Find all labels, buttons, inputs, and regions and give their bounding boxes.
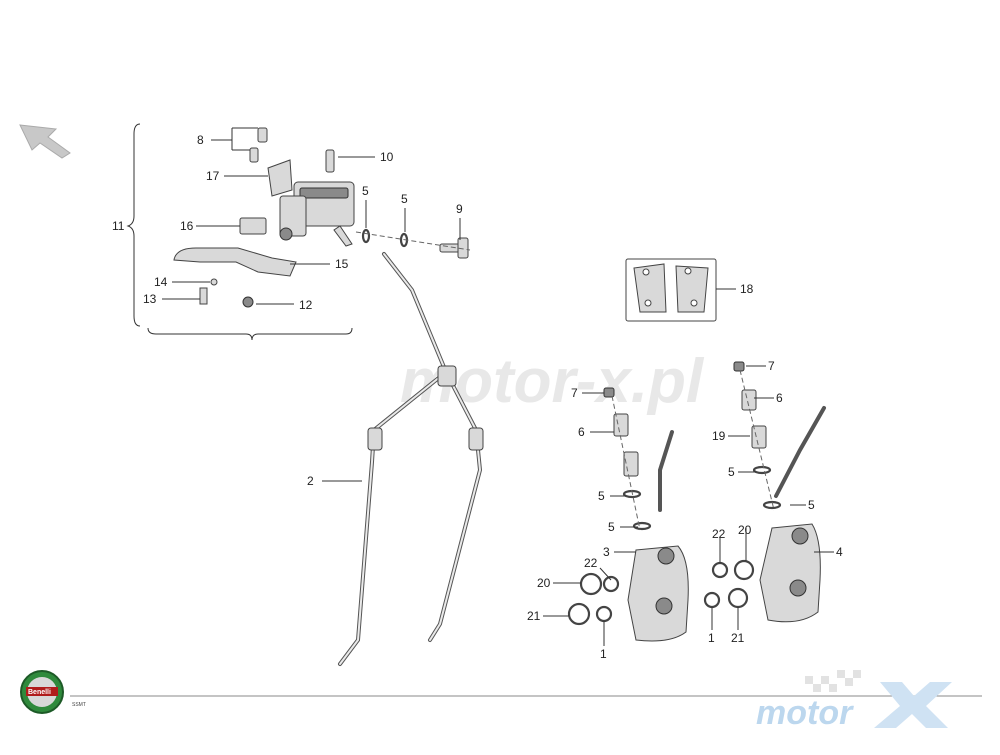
callout-14: 14 [154, 275, 168, 289]
logo-text: Benelli [28, 689, 51, 696]
callout-labels: 8 10 17 5 5 9 11 16 15 14 13 12 18 2 7 6… [112, 133, 843, 661]
callout-22b: 22 [712, 527, 726, 541]
site-brand-logo: motor [756, 670, 952, 732]
callout-4: 4 [836, 545, 843, 559]
callout-7a: 7 [571, 386, 578, 400]
callout-12: 12 [299, 298, 313, 312]
callout-21a: 21 [527, 609, 541, 623]
callout-19: 19 [712, 429, 726, 443]
callout-18: 18 [740, 282, 754, 296]
master-cylinder-assembly [173, 127, 355, 308]
caliper-right [703, 361, 826, 623]
callout-1b: 1 [708, 631, 715, 645]
callout-20b: 20 [738, 523, 752, 537]
callout-2: 2 [307, 474, 314, 488]
callout-21b: 21 [731, 631, 745, 645]
callout-15: 15 [335, 257, 349, 271]
callout-7b: 7 [768, 359, 775, 373]
callout-9: 9 [456, 202, 463, 216]
caliper-left [567, 387, 689, 642]
callout-1a: 1 [600, 647, 607, 661]
leader-lines [162, 127, 834, 646]
callout-20a: 20 [537, 576, 551, 590]
callout-5b: 5 [401, 192, 408, 206]
callout-22a: 22 [584, 556, 598, 570]
callout-5d: 5 [608, 520, 615, 534]
benelli-logo: Benelli [20, 670, 64, 714]
callout-11: 11 [112, 219, 125, 233]
group-bracket [126, 123, 353, 341]
callout-5f: 5 [808, 498, 815, 512]
callout-17: 17 [206, 169, 220, 183]
banjo-washers [355, 228, 471, 259]
callout-5c: 5 [598, 489, 605, 503]
brake-pads-box [625, 258, 717, 322]
site-brand-text: motor [756, 694, 854, 732]
callout-10: 10 [380, 150, 394, 164]
callout-5e: 5 [728, 465, 735, 479]
orientation-arrow-icon [19, 124, 71, 159]
callout-13: 13 [143, 292, 157, 306]
page-code: SSMT [72, 702, 86, 708]
callout-6b: 6 [776, 391, 783, 405]
callout-8: 8 [197, 133, 204, 147]
callout-16: 16 [180, 219, 194, 233]
brand-x-icon [874, 682, 952, 728]
callout-3: 3 [603, 545, 610, 559]
callout-6a: 6 [578, 425, 585, 439]
callout-5a: 5 [362, 184, 369, 198]
brake-hose [338, 252, 484, 666]
